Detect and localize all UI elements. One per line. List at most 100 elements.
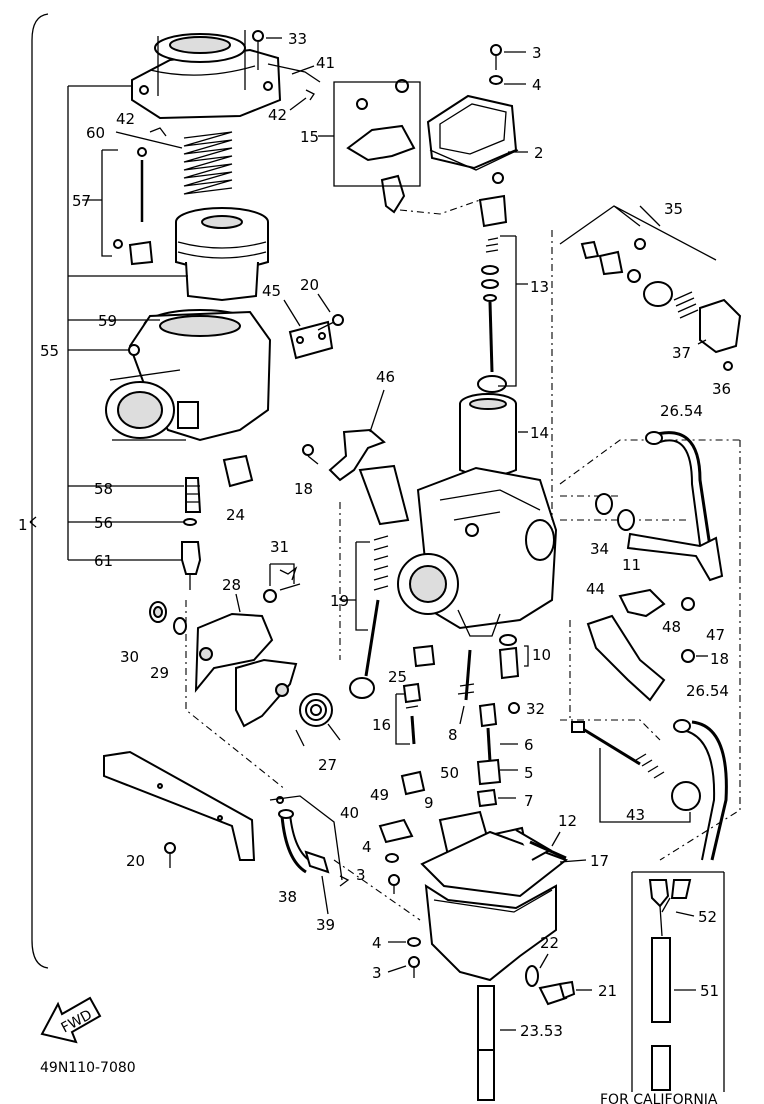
callout-61: 61: [94, 552, 113, 570]
fitting-39-part: [304, 850, 350, 887]
callout-assembly: 1: [18, 516, 28, 534]
callout-45: 45: [262, 282, 281, 300]
callout-34: 34: [590, 540, 609, 558]
screw-33: [252, 30, 282, 70]
hose-26-54-lower-part: [673, 719, 728, 861]
jet-8-part: [457, 649, 475, 701]
jet-10-part: [498, 634, 520, 680]
callout-16: 16: [372, 716, 391, 734]
callout-9: 9: [424, 794, 434, 812]
callout-12: 12: [558, 812, 577, 830]
callout-49: 49: [370, 786, 389, 804]
callout-26-54-lower: 26.54: [686, 682, 729, 700]
needle-part: [113, 147, 154, 266]
callout-50: 50: [440, 764, 459, 782]
callout-22: 22: [540, 934, 559, 952]
washer-4-mid: [385, 853, 399, 863]
spring-part: [183, 131, 233, 195]
callout-38: 38: [278, 888, 297, 906]
callout-44: 44: [586, 580, 605, 598]
screw-3-top: [490, 44, 526, 70]
callout-4-top: 4: [532, 76, 542, 94]
callout-57: 57: [72, 192, 91, 210]
screw-19-part: [349, 535, 389, 699]
cap-25-part: [412, 644, 436, 668]
callout-5: 5: [524, 764, 534, 782]
clip-29-part: [173, 617, 187, 635]
pin-12-part: [529, 840, 567, 860]
callout-7: 7: [524, 792, 534, 810]
callout-41: 41: [316, 54, 335, 72]
parts-34-11: [595, 493, 724, 582]
lever-28-part: [194, 612, 298, 728]
callout-47: 47: [706, 626, 725, 644]
callout-39: 39: [316, 916, 335, 934]
cap-50-part: [400, 770, 426, 796]
callout-6: 6: [524, 736, 534, 754]
callout-59: 59: [98, 312, 117, 330]
callout-42-top: 42: [268, 106, 287, 124]
callout-3-top: 3: [532, 44, 542, 62]
callout-48: 48: [662, 618, 681, 636]
callout-3-mid: 3: [356, 866, 366, 884]
washer-30-part: [149, 601, 167, 623]
screw-20-top: [317, 314, 344, 331]
callout-10: 10: [532, 646, 551, 664]
callout-19: 19: [330, 592, 349, 610]
top-cover-part: [426, 94, 519, 171]
callout-24: 24: [226, 506, 245, 524]
callout-37: 37: [672, 344, 691, 362]
callout-15: 15: [300, 128, 319, 146]
callout-23-53: 23.53: [520, 1022, 563, 1040]
top-cap-part: [131, 30, 321, 120]
screw-3-lower: [408, 956, 420, 978]
callout-51: 51: [700, 982, 719, 1000]
callout-11: 11: [622, 556, 641, 574]
callout-58: 58: [94, 480, 113, 498]
pump-assembly-part: [580, 238, 742, 371]
washer-4-lower: [407, 937, 421, 947]
callout-18-right: 18: [710, 650, 729, 668]
callout-60: 60: [86, 124, 105, 142]
callout-4-mid: 4: [362, 838, 372, 856]
callout-36: 36: [712, 380, 731, 398]
hose-23-53-part: [477, 985, 495, 1101]
carb-body-part: [105, 309, 272, 442]
throttle-stack-part: [477, 172, 508, 393]
bracket-49-part: [378, 818, 414, 844]
main-carb-body-part: [397, 466, 558, 637]
callout-20-lower: 20: [126, 852, 145, 870]
float-bowl-part: [420, 810, 569, 982]
callout-40: 40: [340, 804, 359, 822]
diagram-code: 49N110-7080: [40, 1060, 136, 1076]
callout-18-top: 18: [294, 480, 313, 498]
callout-55: 55: [40, 342, 59, 360]
callout-30: 30: [120, 648, 139, 666]
callout-52: 52: [698, 908, 717, 926]
callout-21: 21: [598, 982, 617, 1000]
callout-14: 14: [530, 424, 549, 442]
needle-jet-part: [181, 477, 202, 590]
callout-17: 17: [590, 852, 609, 870]
oring-22-part: [525, 965, 539, 987]
linkage-44-part: [586, 588, 695, 702]
sleeve-24-part: [222, 454, 254, 488]
fwd-arrow-icon: FWD: [40, 996, 102, 1044]
bracket-46-part: [328, 428, 410, 526]
assembly-bracket: [29, 13, 185, 969]
callout-42-spring: 42: [116, 110, 135, 128]
callout-25: 25: [388, 668, 407, 686]
callout-31: 31: [270, 538, 289, 556]
throttle-slide-part: [459, 393, 517, 477]
spring-27-part: [295, 693, 341, 747]
piston-valve-part: [175, 207, 269, 302]
washer-4-top: [489, 75, 526, 85]
callout-8: 8: [448, 726, 458, 744]
callout-4-lower: 4: [372, 934, 382, 952]
callout-35: 35: [664, 200, 683, 218]
callout-2: 2: [534, 144, 544, 162]
screw-20-lower: [164, 842, 176, 868]
screw-43-part: [571, 721, 701, 811]
california-box: [631, 871, 725, 1092]
